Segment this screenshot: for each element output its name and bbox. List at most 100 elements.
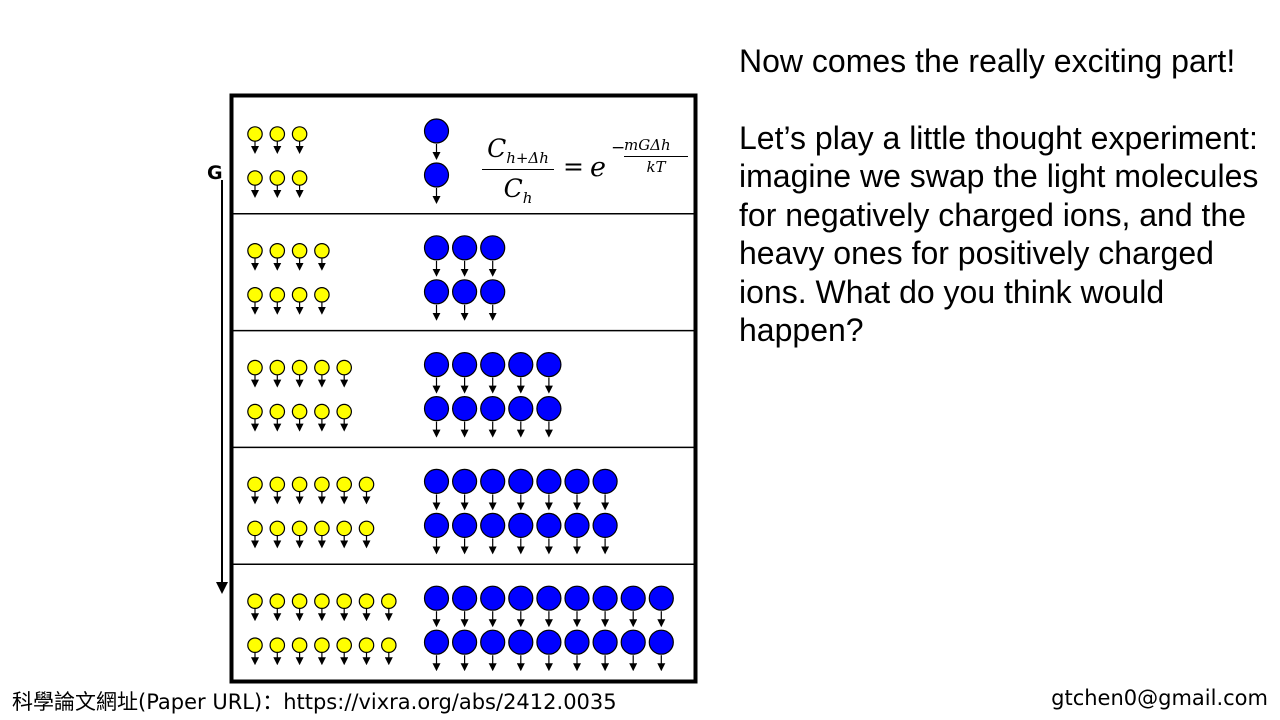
heavy-particle [564,585,590,611]
heavy-particle [536,396,562,422]
light-particle [247,403,263,420]
light-particle [291,359,308,376]
heavy-particle [648,585,674,611]
heavy-particle [508,629,534,655]
email-footer: gtchen0@gmail.com [1051,686,1268,710]
heavy-particle [620,585,646,611]
heavy-particle [423,585,450,611]
heavy-particle [536,468,562,494]
light-particle [291,286,308,303]
formula-denominator: Ch [503,174,533,207]
light-particle [269,170,286,186]
light-particle [314,243,330,259]
heavy-particle [648,629,674,655]
heavy-particle [480,512,506,539]
formula-exponent-bar [624,156,688,157]
light-particle [336,593,352,609]
light-particle [336,359,352,376]
light-particle [314,476,330,493]
heavy-particle [592,512,618,539]
heavy-particle [423,118,450,144]
heavy-particle [508,352,534,378]
heavy-particle [452,396,478,422]
light-particle [358,520,375,537]
heavy-particle [620,629,646,655]
light-particle [291,520,308,537]
heavy-particle [508,468,534,494]
formula-exponent-sign: − [611,138,626,158]
formula-exponent-numerator: mGΔh [624,136,671,154]
light-particle [314,359,330,376]
question-paragraph: Let’s play a little thought experiment: … [739,119,1259,349]
light-particle [358,637,375,653]
heavy-particle [480,585,506,611]
light-particle [314,520,330,537]
formula-exponential-base: e [590,152,606,183]
heavy-particle [536,585,562,611]
container-box [229,93,698,684]
heavy-particle [480,279,506,305]
light-particle [291,243,308,259]
light-particle [291,126,308,142]
heavy-particle [423,162,450,188]
heavy-particle [480,352,506,378]
light-particle [380,637,397,653]
light-particle [269,637,286,653]
slide-text: Now comes the really exciting part! Let’… [739,42,1259,388]
heavy-particle [480,235,506,261]
heavy-particle [480,629,506,655]
heavy-particle [508,396,534,422]
light-particle [247,243,263,259]
heavy-particle [592,468,618,494]
light-particle [314,593,330,609]
formula-fraction-bar [482,169,554,170]
light-particle [291,637,308,653]
heavy-particle [508,512,534,539]
heavy-particle [536,629,562,655]
light-particle [336,520,352,537]
heavy-particle [452,585,478,611]
heavy-particle [423,352,450,378]
light-particle [269,126,286,142]
heavy-particle [423,468,450,494]
heavy-particle [423,279,450,305]
light-particle [247,126,263,142]
light-particle [247,520,263,537]
heavy-particle [564,512,590,539]
light-particle [247,359,263,376]
light-particle [247,170,263,186]
paper-url-footer: 科學論文網址(Paper URL)：https://vixra.org/abs/… [12,690,617,714]
intro-paragraph: Now comes the really exciting part! [739,43,1236,79]
heavy-particle [423,235,450,261]
light-particle [269,520,286,537]
heavy-particle [564,468,590,494]
formula-equals: = [563,152,584,181]
heavy-particle [592,585,618,611]
heavy-particle [452,629,478,655]
heavy-particle [480,396,506,422]
heavy-particle [423,629,450,655]
light-particle [358,593,375,609]
heavy-particle [452,279,478,305]
heavy-particle [592,629,618,655]
formula-numerator: Ch+Δh [487,134,549,167]
heavy-particle [452,468,478,494]
gravity-label: G [207,162,223,184]
heavy-particle [452,512,478,539]
light-particle [269,593,286,609]
light-particle [336,403,352,420]
light-particle [247,637,263,653]
light-particle [269,476,286,493]
light-particle [247,593,263,609]
light-particle [269,243,286,259]
heavy-particle [480,468,506,494]
light-particle [336,637,352,653]
light-particle [336,476,352,493]
heavy-particle [452,235,478,261]
light-particle [380,593,397,609]
light-particle [247,476,263,493]
light-particle [291,403,308,420]
light-particle [291,476,308,493]
formula-exponent-denominator: kT [646,158,666,176]
